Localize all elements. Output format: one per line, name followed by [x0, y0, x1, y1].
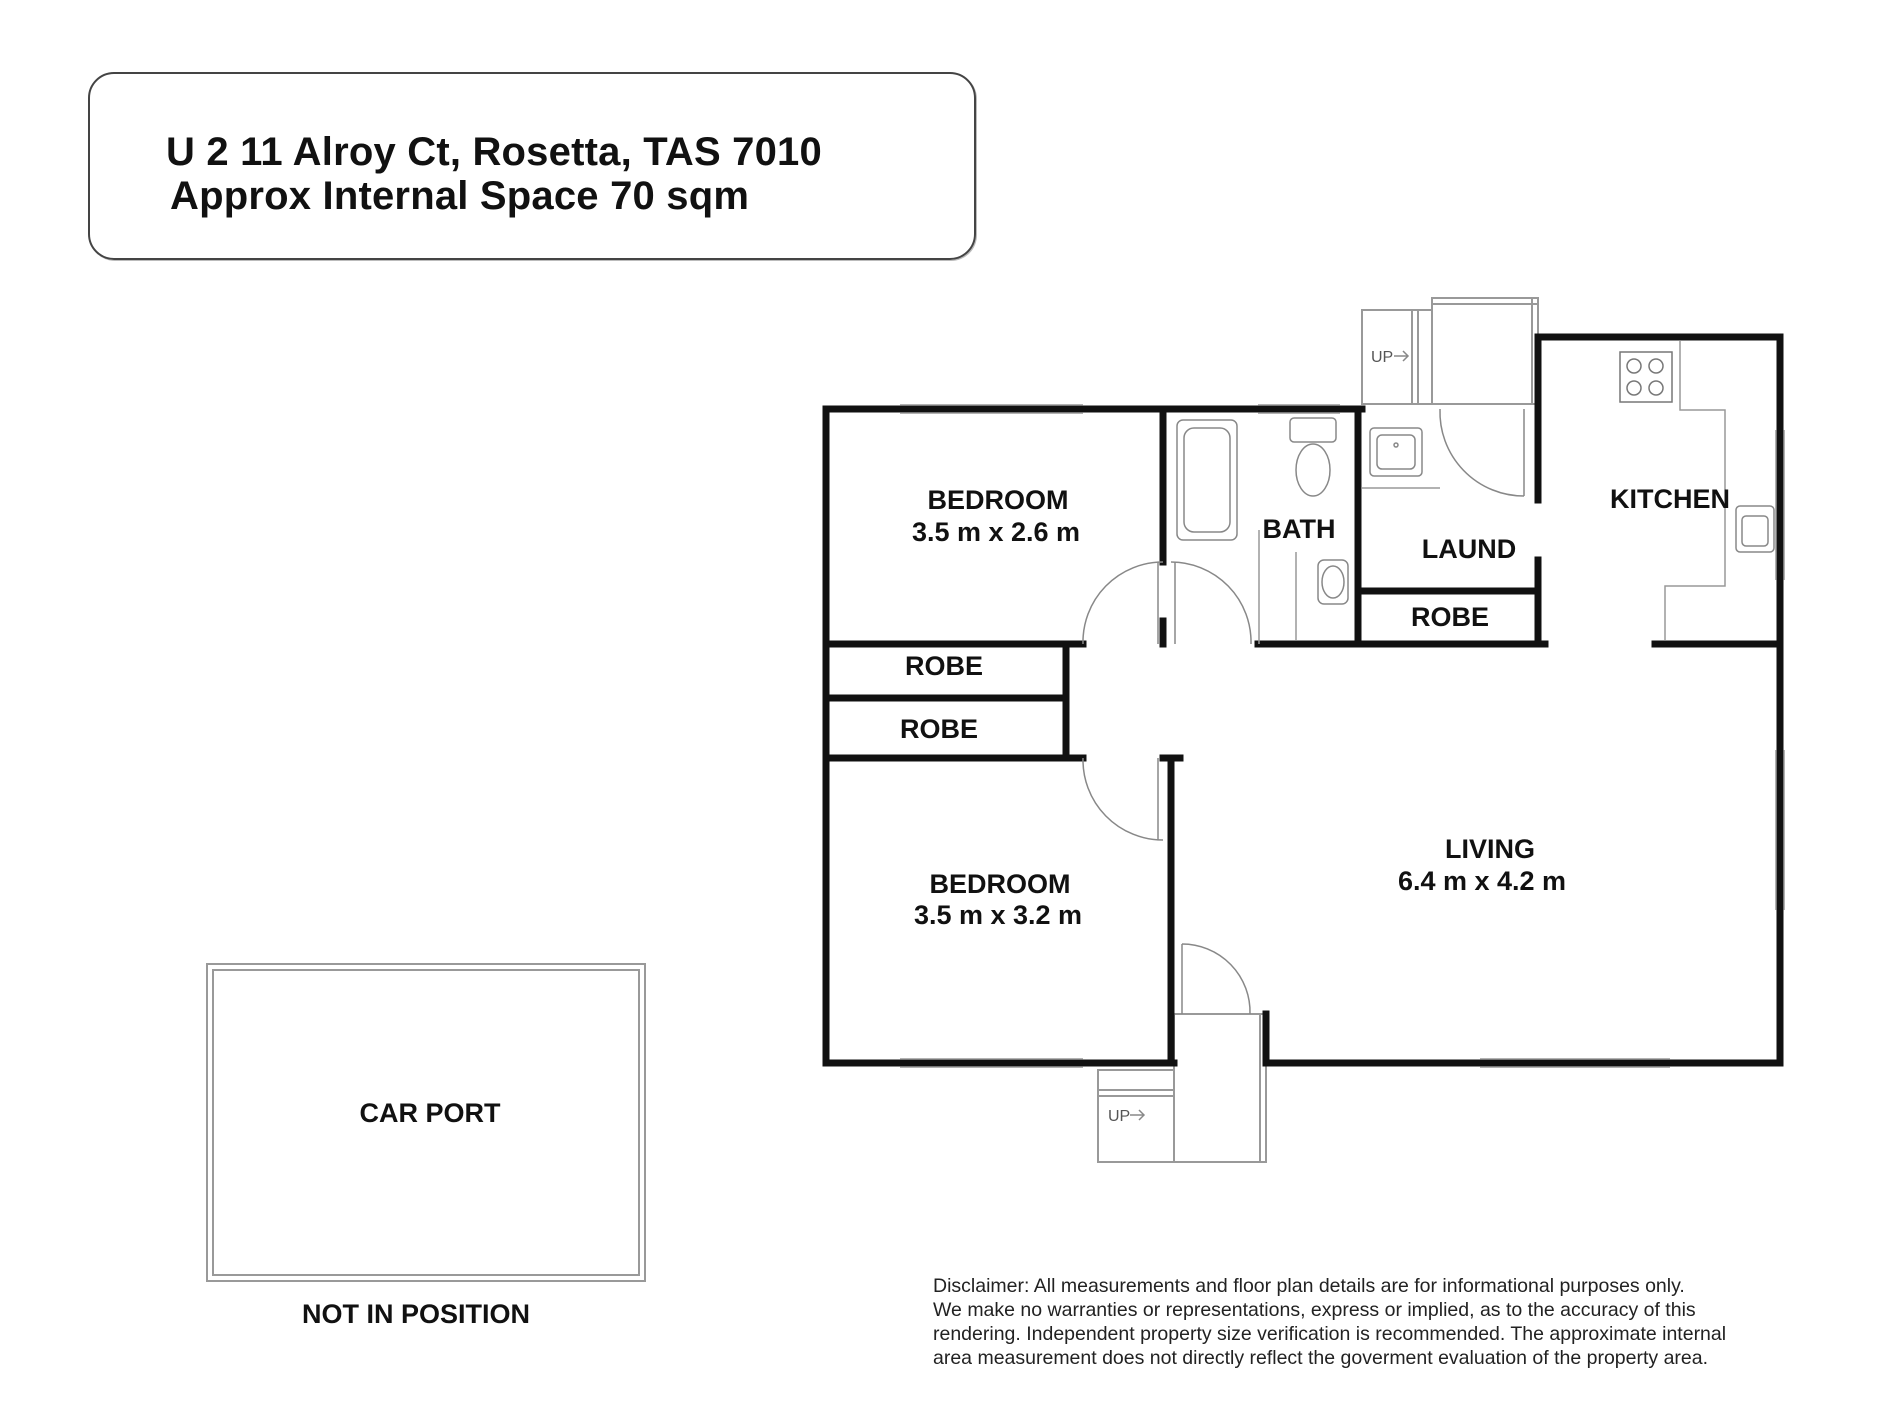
toilet-icon — [1289, 417, 1337, 497]
living-size: 6.4 m x 4.2 m — [1398, 866, 1566, 896]
bedroom1-name: BEDROOM — [928, 485, 1069, 515]
stairs-up-label-rear: UP — [1371, 349, 1393, 366]
disclaimer-line: Disclaimer: All measurements and floor p… — [933, 1275, 1685, 1297]
disclaimer-line: area measurement does not directly refle… — [933, 1347, 1709, 1369]
disclaimer: Disclaimer: All measurements and floor p… — [933, 1274, 1863, 1370]
doors — [1082, 408, 1525, 1015]
disclaimer-line: We make no warranties or representations… — [933, 1299, 1696, 1321]
living-name: LIVING — [1445, 834, 1535, 864]
cooktop-icon — [1619, 351, 1673, 403]
property-address: U 2 11 Alroy Ct, Rosetta, TAS 7010 — [166, 130, 822, 174]
carport-note: NOT IN POSITION — [302, 1299, 530, 1329]
internal-area: Approx Internal Space 70 sqm — [170, 174, 750, 218]
bathtub-icon — [1176, 419, 1238, 541]
laundry-tub-icon — [1369, 427, 1423, 477]
up-arrow-front-icon — [1130, 1109, 1146, 1121]
walls — [822, 333, 1784, 1067]
title-box — [88, 72, 976, 260]
bedroom2-size: 3.5 m x 3.2 m — [914, 900, 1082, 930]
kitchen-bench — [1664, 341, 1726, 640]
robe-laundry-name: ROBE — [1411, 602, 1489, 632]
kitchen-sink-icon — [1735, 505, 1775, 553]
up-arrow-rear-icon — [1394, 350, 1410, 362]
disclaimer-line: rendering. Independent property size ver… — [933, 1323, 1727, 1345]
kitchen-name: KITCHEN — [1610, 484, 1730, 514]
windows — [900, 404, 1785, 1068]
carport-name: CAR PORT — [360, 1098, 502, 1128]
stairs-up-label-front: UP — [1108, 1108, 1130, 1125]
robe-upper-name: ROBE — [905, 651, 983, 681]
robe-lower-name: ROBE — [900, 714, 978, 744]
front-stairs — [1097, 1013, 1267, 1163]
carport-outline — [206, 963, 646, 1282]
basin-icon — [1317, 559, 1349, 605]
laundry-name: LAUND — [1422, 534, 1517, 564]
bath-name: BATH — [1263, 514, 1336, 544]
bedroom1-size: 3.5 m x 2.6 m — [912, 517, 1080, 547]
bedroom2-name: BEDROOM — [930, 869, 1071, 899]
